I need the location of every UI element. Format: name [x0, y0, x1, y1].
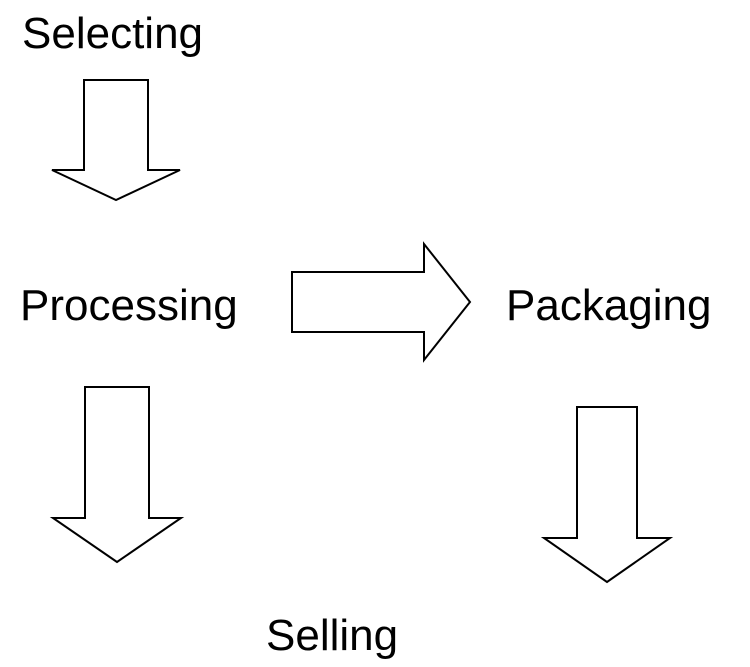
- step-label-selecting: Selecting: [22, 9, 204, 58]
- arrow-down-selecting-to-processing: [51, 79, 181, 202]
- arrow-right-processing-to-packaging: [291, 241, 472, 363]
- arrow-down-packaging: [540, 406, 674, 584]
- arrow-down-processing-to-selling: [49, 386, 185, 564]
- step-label-packaging: Packaging: [506, 281, 712, 330]
- step-label-selling: Selling: [266, 611, 399, 660]
- step-label-processing: Processing: [20, 281, 238, 330]
